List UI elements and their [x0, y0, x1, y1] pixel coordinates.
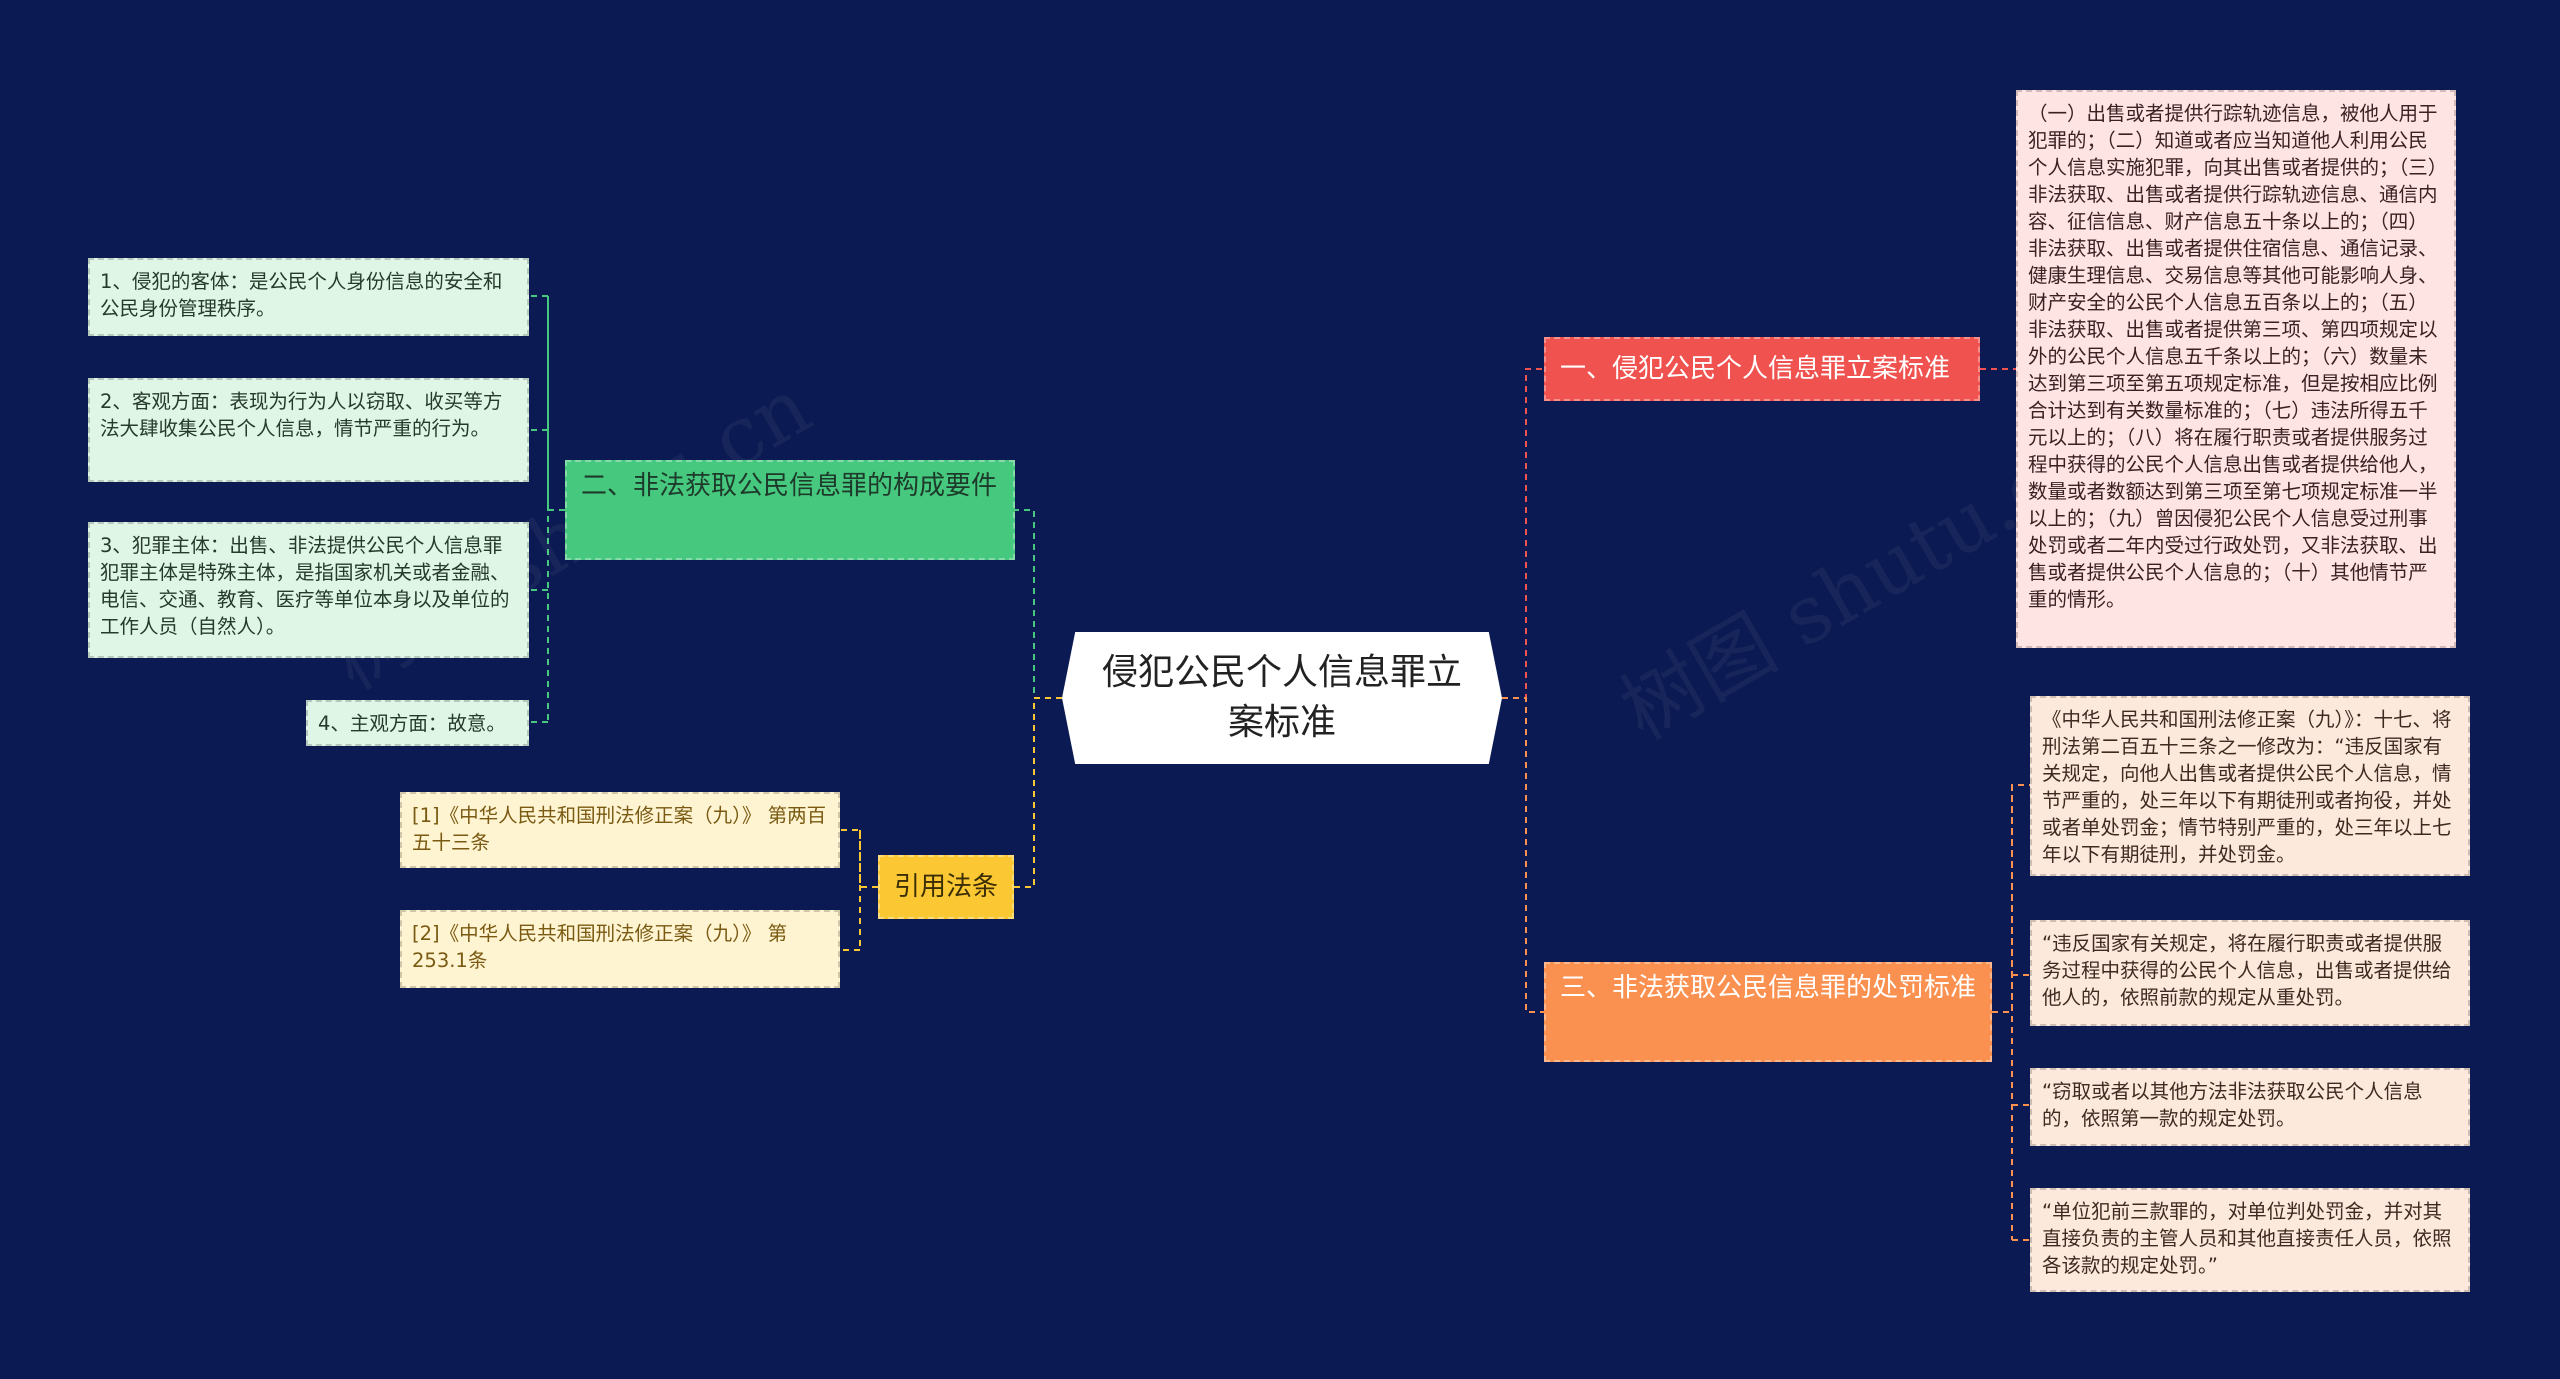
link-citations-leaves	[840, 829, 878, 951]
branch-elements[interactable]: 二、非法获取公民信息罪的构成要件	[565, 460, 1015, 560]
elements-item-4[interactable]: 4、主观方面：故意。	[306, 700, 529, 746]
elements-item-text: 2、客观方面：表现为行为人以窃取、收买等方法大肆收集公民个人信息，情节严重的行为…	[100, 390, 503, 440]
penalty-item-text: “违反国家有关规定，将在履行职责或者提供服务过程中获得的公民个人信息，出售或者提…	[2042, 932, 2452, 1009]
penalty-item-1[interactable]: 《中华人民共和国刑法修正案（九）》：十七、将刑法第二百五十三条之一修改为：“违反…	[2030, 696, 2470, 876]
branch-standard[interactable]: 一、侵犯公民个人信息罪立案标准	[1544, 337, 1980, 401]
citation-item-text: [1]《中华人民共和国刑法修正案（九）》 第两百五十三条	[412, 804, 827, 854]
branch-citations-label: 引用法条	[893, 872, 998, 902]
citation-item-1[interactable]: [1]《中华人民共和国刑法修正案（九）》 第两百五十三条	[400, 792, 840, 868]
penalty-item-3[interactable]: “窃取或者以其他方法非法获取公民个人信息的，依照第一款的规定处罚。	[2030, 1068, 2470, 1146]
penalty-item-text: “单位犯前三款罪的，对单位判处罚金，并对其直接负责的主管人员和其他直接责任人员，…	[2042, 1200, 2452, 1277]
link-penalty-leaves	[1992, 784, 2030, 1241]
branch-standard-label: 一、侵犯公民个人信息罪立案标准	[1560, 354, 1951, 384]
branch-penalty-label: 三、非法获取公民信息罪的处罚标准	[1560, 973, 1977, 1003]
branch-citations[interactable]: 引用法条	[878, 855, 1014, 919]
elements-item-text: 1、侵犯的客体：是公民个人身份信息的安全和公民身份管理秩序。	[100, 270, 503, 320]
link-center-citations	[1014, 697, 1062, 888]
standard-detail-text: （一）出售或者提供行踪轨迹信息，被他人用于犯罪的；（二）知道或者应当知道他人利用…	[2028, 102, 2438, 611]
link-center-elements	[1015, 509, 1062, 699]
penalty-item-text: 《中华人民共和国刑法修正案（九）》：十七、将刑法第二百五十三条之一修改为：“违反…	[2042, 708, 2452, 866]
elements-item-text: 3、犯罪主体：出售、非法提供公民个人信息罪犯罪主体是特殊主体，是指国家机关或者金…	[100, 534, 510, 638]
elements-item-1[interactable]: 1、侵犯的客体：是公民个人身份信息的安全和公民身份管理秩序。	[88, 258, 529, 336]
link-elements-leaves	[529, 295, 565, 723]
citation-item-2[interactable]: [2]《中华人民共和国刑法修正案（九）》 第253.1条	[400, 910, 840, 988]
elements-item-3[interactable]: 3、犯罪主体：出售、非法提供公民个人信息罪犯罪主体是特殊主体，是指国家机关或者金…	[88, 522, 529, 658]
center-topic[interactable]: 侵犯公民个人信息罪立案标准	[1062, 632, 1502, 764]
link-center-penalty	[1502, 697, 1544, 1013]
penalty-item-2[interactable]: “违反国家有关规定，将在履行职责或者提供服务过程中获得的公民个人信息，出售或者提…	[2030, 920, 2470, 1026]
penalty-item-text: “窃取或者以其他方法非法获取公民个人信息的，依照第一款的规定处罚。	[2042, 1080, 2423, 1130]
citation-item-text: [2]《中华人民共和国刑法修正案（九）》 第253.1条	[412, 922, 788, 972]
elements-item-text: 4、主观方面：故意。	[318, 712, 506, 735]
branch-penalty[interactable]: 三、非法获取公民信息罪的处罚标准	[1544, 962, 1992, 1062]
penalty-item-4[interactable]: “单位犯前三款罪的，对单位判处罚金，并对其直接负责的主管人员和其他直接责任人员，…	[2030, 1188, 2470, 1292]
branch-elements-label: 二、非法获取公民信息罪的构成要件	[581, 471, 998, 501]
center-topic-label: 侵犯公民个人信息罪立案标准	[1102, 652, 1463, 743]
link-center-standard	[1502, 368, 1544, 699]
standard-detail-card[interactable]: （一）出售或者提供行踪轨迹信息，被他人用于犯罪的；（二）知道或者应当知道他人利用…	[2016, 90, 2456, 648]
elements-item-2[interactable]: 2、客观方面：表现为行为人以窃取、收买等方法大肆收集公民个人信息，情节严重的行为…	[88, 378, 529, 482]
